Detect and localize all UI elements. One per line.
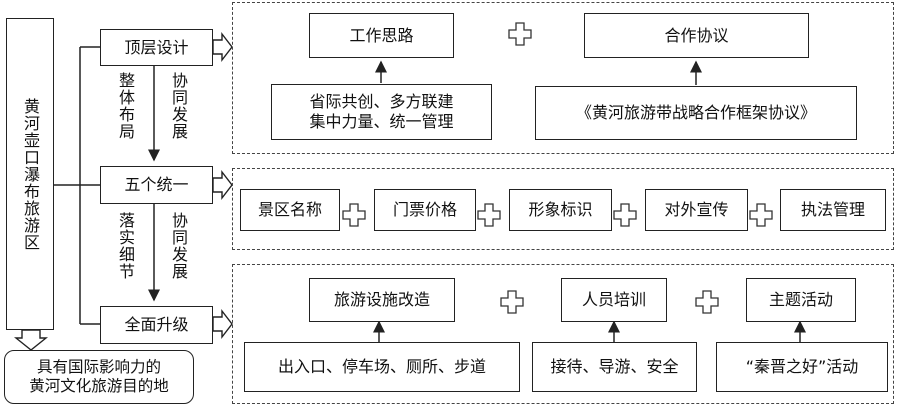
item-image-logo: 形象标识: [509, 189, 612, 231]
item-publicity: 对外宣传: [645, 189, 748, 231]
theme-activity-box: 主题活动: [746, 278, 856, 322]
five-unified-group: [232, 168, 894, 250]
plus-icons: [342, 22, 773, 314]
stage-five-unified: 五个统一: [100, 166, 213, 204]
scenic-area-box: 黄河壶口瀑布旅游区: [6, 18, 54, 330]
stage-top-design: 顶层设计: [100, 29, 213, 66]
item-law-enforcement: 执法管理: [780, 189, 886, 231]
scenic-area-label: 黄河壶口瀑布旅游区: [21, 97, 40, 251]
framework-agreement-box: 《黄河旅游带战略合作框架协议》: [535, 86, 857, 140]
co-creation-box: 省际共创、多方联建 集中力量、统一管理: [271, 84, 492, 140]
transition-2-left: 落实细节: [116, 212, 135, 280]
full-upgrade-group: [232, 264, 894, 404]
target-destination-box: 具有国际影响力的 黄河文化旅游目的地: [4, 350, 194, 404]
transition-1-left: 整体布局: [116, 72, 135, 140]
facility-upgrade-box: 旅游设施改造: [309, 278, 455, 322]
transition-2-right: 协同发展: [169, 212, 188, 280]
staff-training-box: 人员培训: [561, 278, 667, 322]
work-idea-box: 工作思路: [309, 13, 454, 58]
stage-full-upgrade: 全面升级: [100, 306, 213, 344]
item-ticket-price: 门票价格: [374, 189, 476, 231]
transition-1-right: 协同发展: [169, 72, 188, 140]
cooperation-agreement-box: 合作协议: [584, 13, 809, 58]
facilities-list-box: 出入口、停车场、厕所、步道: [244, 342, 520, 392]
service-list-box: 接待、导游、安全: [532, 342, 697, 392]
item-scenic-name: 景区名称: [240, 189, 340, 231]
top-design-group: [232, 2, 894, 154]
qinjin-activity-box: “秦晋之好”活动: [716, 342, 888, 392]
